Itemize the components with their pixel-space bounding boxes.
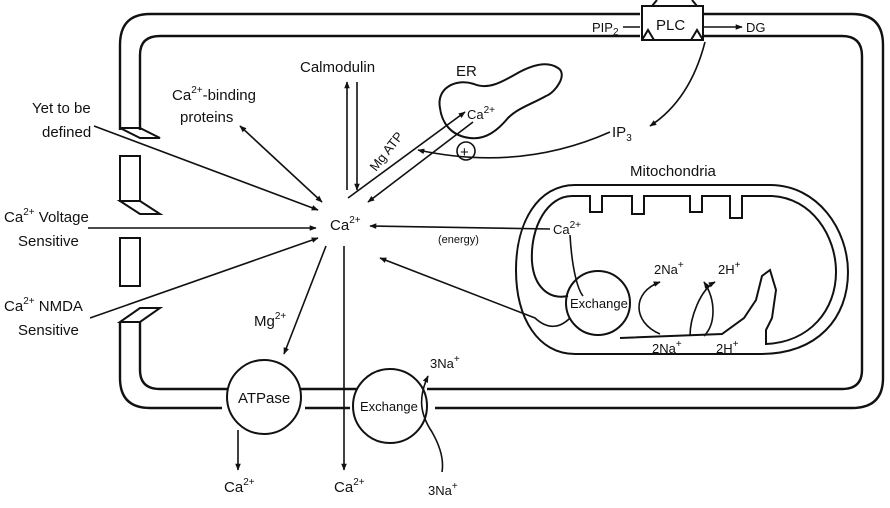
dg-label: DG bbox=[746, 20, 766, 35]
mito-exchange-label: Exchange bbox=[570, 296, 628, 311]
channel-yet-defined bbox=[119, 127, 161, 139]
voltage-sensitive-label-1: Ca2+ Voltage bbox=[4, 207, 89, 226]
mito-exchanger: Exchange bbox=[565, 270, 631, 336]
mitochondria-label: Mitochondria bbox=[630, 163, 717, 180]
plc-receptor: PLC bbox=[641, 0, 704, 41]
channel-voltage bbox=[116, 155, 164, 287]
na-top-label: 2Na+ bbox=[654, 260, 684, 277]
ip3-label: IP3 bbox=[612, 124, 632, 144]
ip3-stimulation-sign: + bbox=[456, 141, 476, 161]
calmodulin-label: Calmodulin bbox=[300, 59, 375, 76]
mg-atp-label: Mg ATP bbox=[367, 129, 407, 174]
ca-out-2-label: Ca2+ bbox=[334, 477, 365, 496]
na-bottom-label: 2Na+ bbox=[652, 339, 682, 356]
na3-bottom-label: 3Na+ bbox=[428, 481, 458, 498]
er-label: ER bbox=[456, 63, 477, 80]
mg-label: Mg2+ bbox=[254, 311, 286, 330]
binding-proteins-label-2: proteins bbox=[180, 109, 233, 126]
er-ca-label: Ca2+ bbox=[467, 105, 495, 122]
na3-top-label: 3Na+ bbox=[430, 354, 460, 371]
yet-defined-label-2: defined bbox=[42, 124, 91, 141]
h-top-label: 2H+ bbox=[718, 260, 741, 277]
channel-nmda bbox=[116, 307, 164, 323]
voltage-sensitive-label-2: Sensitive bbox=[18, 233, 79, 250]
plc-label: PLC bbox=[656, 17, 685, 34]
pm-exchange-label: Exchange bbox=[360, 399, 418, 414]
atpase-pump: ATPase bbox=[226, 359, 302, 435]
energy-label: (energy) bbox=[438, 234, 479, 246]
pip2-label: PIP2 bbox=[592, 20, 619, 38]
nmda-sensitive-label-1: Ca2+ NMDA bbox=[4, 296, 83, 315]
cytosolic-ca-label: Ca2+ bbox=[330, 215, 361, 234]
pm-exchanger: Exchange bbox=[352, 368, 428, 444]
binding-proteins-label-1: Ca2+-binding bbox=[172, 85, 256, 104]
ca-out-1-label: Ca2+ bbox=[224, 477, 255, 496]
cell-membrane bbox=[118, 12, 885, 410]
mito-ca-label: Ca2+ bbox=[553, 220, 581, 237]
yet-defined-label-1: Yet to be bbox=[32, 100, 91, 117]
h-bottom-label: 2H+ bbox=[716, 339, 739, 356]
endoplasmic-reticulum: ER Ca2+ bbox=[438, 63, 563, 140]
nmda-sensitive-label-2: Sensitive bbox=[18, 322, 79, 339]
mitochondrion bbox=[514, 184, 850, 355]
plus-sign: + bbox=[460, 144, 469, 161]
atpase-label: ATPase bbox=[238, 390, 290, 407]
